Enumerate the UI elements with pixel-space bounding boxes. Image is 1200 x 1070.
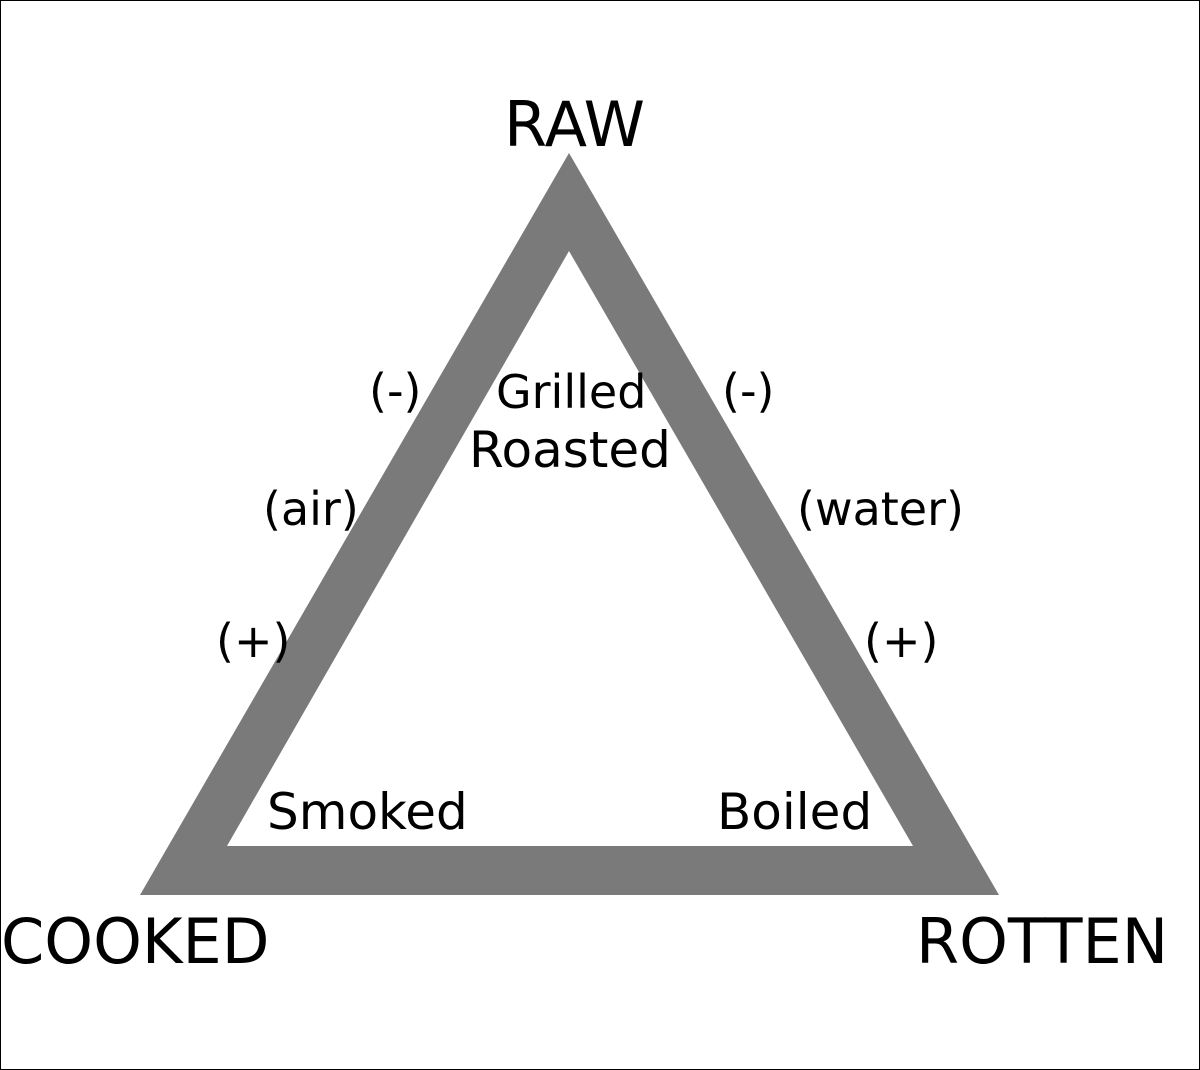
- method-smoked: Smoked: [267, 783, 468, 841]
- triangle-frame: [140, 153, 999, 895]
- left-medium-label: (air): [263, 482, 359, 536]
- vertex-rotten: ROTTEN: [916, 905, 1169, 978]
- method-boiled: Boiled: [717, 783, 873, 841]
- right-plus-label: (+): [864, 614, 939, 668]
- method-roasted: Roasted: [469, 421, 671, 479]
- method-grilled: Grilled: [496, 365, 647, 419]
- right-medium-label: (water): [797, 482, 964, 536]
- left-plus-label: (+): [216, 614, 291, 668]
- left-minus-label: (-): [369, 364, 422, 418]
- right-minus-label: (-): [722, 364, 775, 418]
- vertex-cooked: COOKED: [1, 905, 270, 978]
- vertex-raw: RAW: [504, 88, 645, 161]
